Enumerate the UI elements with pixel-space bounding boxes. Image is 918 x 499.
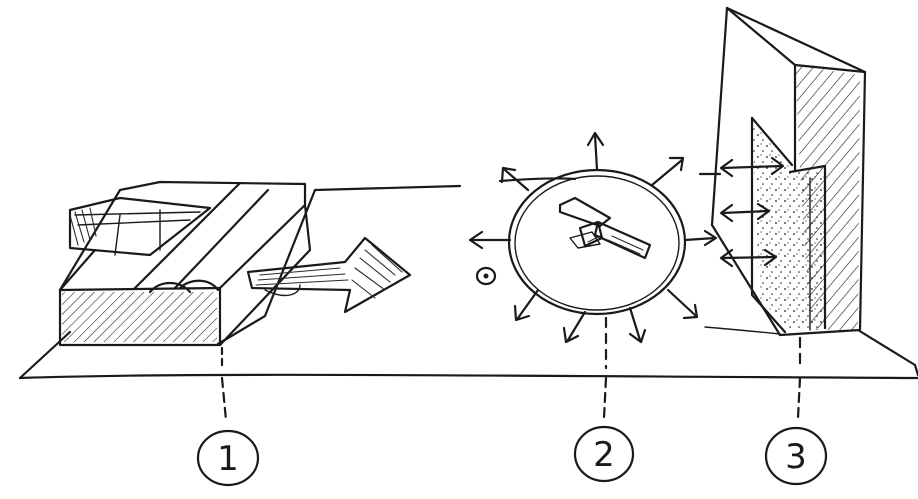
object-1-slab — [58, 180, 312, 347]
label-3: 3 — [764, 426, 828, 486]
small-target-icon — [475, 266, 497, 286]
motion-arrow — [246, 236, 412, 314]
object-3-wall — [710, 6, 867, 337]
object-2-disc — [468, 131, 718, 344]
radiating-arrows — [468, 131, 718, 344]
label-2-text: 2 — [593, 435, 615, 475]
label-2: 2 — [573, 425, 635, 483]
leader-lines — [220, 316, 802, 422]
label-1-text: 1 — [217, 439, 239, 479]
ground-plane — [18, 172, 918, 380]
double-arrows — [719, 156, 785, 268]
label-3-text: 3 — [785, 437, 807, 477]
label-1: 1 — [196, 429, 260, 487]
